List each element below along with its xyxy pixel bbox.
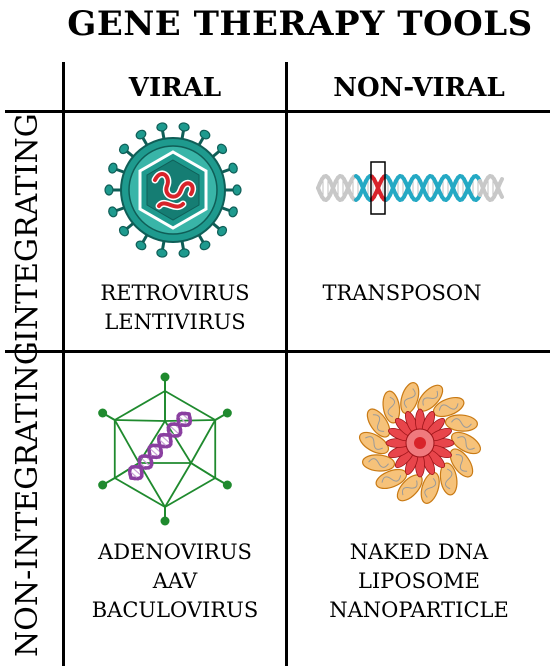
label-line: LIPOSOME [357,569,481,593]
label-line: NANOPARTICLE [329,598,509,622]
grid-line-middle [285,62,288,666]
row-header-non-integrating: NON-INTEGRATING [10,341,45,657]
grid-line-center [5,350,550,353]
page-title: GENE THERAPY TOOLS [67,4,533,44]
grid-line-left [62,62,65,666]
label-line: NAKED DNA [349,540,489,564]
liposome-nanoparticle-icon [358,382,482,504]
label-line: ADENOVIRUS [98,540,252,564]
grid-line-header [5,110,550,113]
retrovirus-icon [104,122,242,258]
column-header-non-viral: NON-VIRAL [333,73,505,103]
label-integrating-viral: RETROVIRUS LENTIVIRUS [65,279,285,337]
label-line: AAV [152,569,198,593]
column-header-viral: VIRAL [128,73,222,103]
label-line: LENTIVIRUS [104,310,246,334]
label-line: TRANSPOSON [322,281,482,305]
label-integrating-non-viral: TRANSPOSON [288,279,516,308]
label-line: RETROVIRUS [100,281,250,305]
adenovirus-icon [98,372,232,526]
label-non-integrating-viral: ADENOVIRUS AAV BACULOVIRUS [65,538,285,625]
label-line: BACULOVIRUS [91,598,259,622]
transposon-dna-icon [316,161,504,215]
row-header-integrating: INTEGRATING [10,113,45,342]
label-non-integrating-non-viral: NAKED DNA LIPOSOME NANOPARTICLE [288,538,550,625]
